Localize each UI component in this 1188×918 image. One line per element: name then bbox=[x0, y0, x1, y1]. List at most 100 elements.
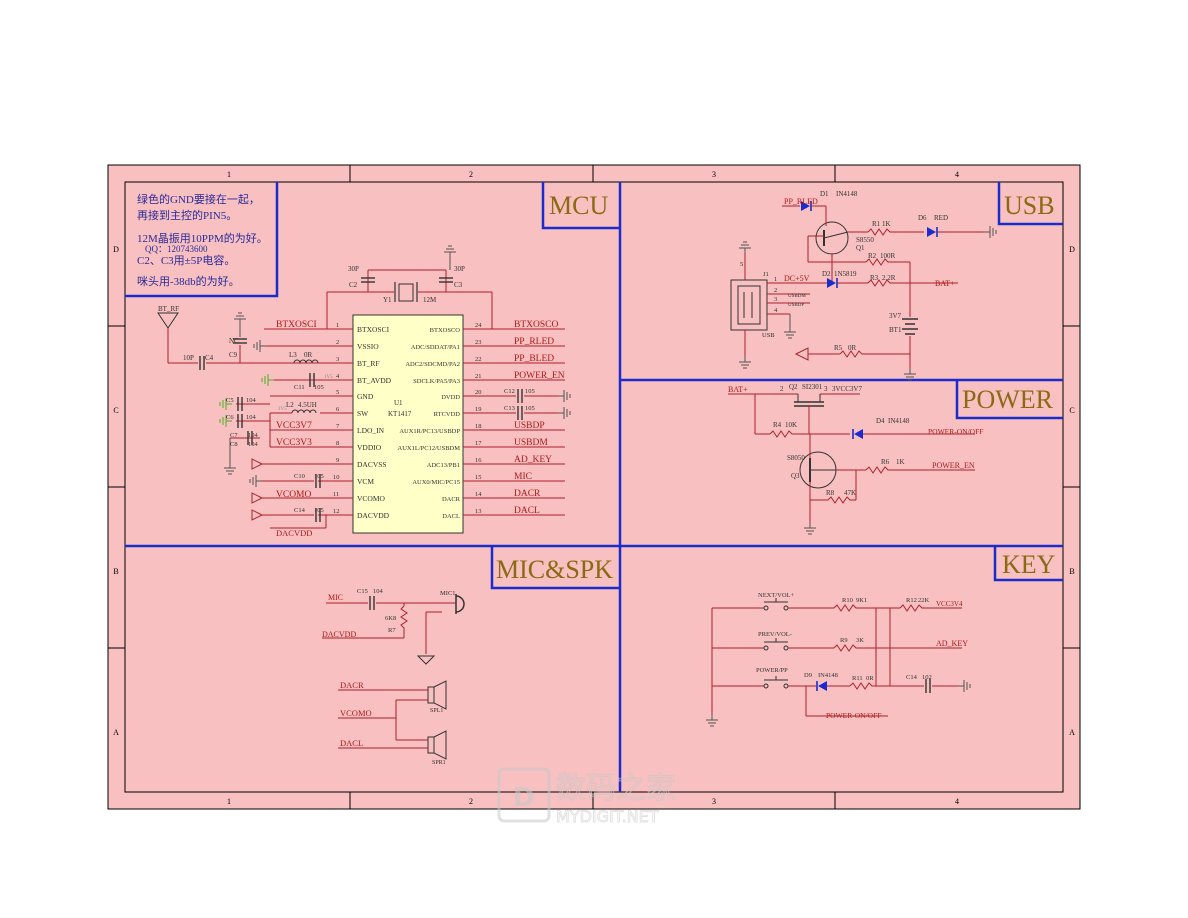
pin-num-18: 18 bbox=[475, 423, 482, 430]
net-dacr: DACR bbox=[514, 489, 541, 499]
pin-num-22: 22 bbox=[475, 356, 482, 363]
d1-ref: D1 bbox=[820, 190, 829, 198]
pin-num-16: 16 bbox=[475, 457, 482, 464]
spk-net-vcomo: VCOMO bbox=[340, 708, 372, 718]
key-power-label: POWER/PP bbox=[756, 667, 788, 674]
power-net-en: POWER_EN bbox=[932, 461, 975, 470]
q2-ref: Q2 bbox=[789, 383, 798, 391]
power-net-bat: BAT+ bbox=[728, 385, 748, 394]
grid-col-2-bottom: 2 bbox=[469, 797, 473, 806]
grid-row-c: C bbox=[113, 406, 118, 415]
pin-name-4: BT_AVDD bbox=[357, 376, 392, 385]
r2-ref: R2 bbox=[868, 252, 877, 260]
d9-ref: D9 bbox=[804, 672, 812, 679]
r4-val: 10K bbox=[785, 421, 797, 429]
r12-ref: R12 bbox=[906, 597, 917, 604]
c8-ref: C8 bbox=[230, 441, 238, 448]
key-net-adkey: AD_KEY bbox=[936, 639, 968, 648]
pin-name-12: DACVDD bbox=[357, 511, 390, 520]
section-title-power: POWER bbox=[962, 385, 1054, 414]
section-title-mic-spk: MIC&SPK bbox=[496, 555, 613, 584]
c9-ref: C9 bbox=[229, 351, 238, 359]
grid-ticks bbox=[108, 165, 1080, 809]
j1-ref: J1 bbox=[763, 271, 769, 278]
j1-pin-5: 5 bbox=[740, 261, 743, 268]
l3-val: 0R bbox=[304, 351, 313, 359]
key-prev-label: PREV/VOL- bbox=[758, 631, 792, 638]
grid-col-1: 1 bbox=[227, 170, 231, 179]
usb-net-pp-rled: PP_RLED bbox=[784, 197, 818, 206]
pin-name-2: VSSIO bbox=[357, 342, 379, 351]
design-notes: 绿色的GND要接在一起， 再接到主控的PIN5。 12M晶振用10PPM的为好。… bbox=[137, 192, 268, 288]
net-pp-bled: PP_BLED bbox=[514, 354, 554, 364]
d6-ref: D6 bbox=[918, 214, 927, 222]
watermark-cn: 数码之家 bbox=[556, 771, 676, 806]
q2-pin-3: 3 bbox=[824, 385, 828, 393]
pin-num-20: 20 bbox=[475, 389, 482, 396]
pin-num-8: 8 bbox=[336, 440, 339, 447]
section-title-usb: USB bbox=[1004, 191, 1055, 220]
d6-part: RED bbox=[934, 214, 948, 222]
pin-name-13: DACL bbox=[442, 513, 460, 520]
mic-net: MIC bbox=[328, 593, 343, 602]
section-title-key: KEY bbox=[1002, 550, 1056, 579]
j1-pin-3: 3 bbox=[774, 296, 777, 303]
net-usbdp: USBDP bbox=[514, 421, 545, 431]
r8-ref: R8 bbox=[826, 489, 835, 497]
d9-part: IN4148 bbox=[818, 672, 838, 679]
key-next-label: NEXT/VOL+ bbox=[758, 592, 794, 599]
r11-val: 0R bbox=[866, 675, 874, 682]
pin-name-23: ADC/SDDAT/PA1 bbox=[411, 344, 460, 351]
pin-name-24: BTXOSCO bbox=[430, 327, 461, 334]
c7-val: 104 bbox=[248, 432, 259, 439]
note-line-5: C2、C3用±5P电容。 bbox=[137, 253, 235, 267]
mic-net-dacvdd: DACVDD bbox=[322, 630, 356, 639]
c4-ref: C4 bbox=[205, 354, 214, 362]
c5-ref: C5 bbox=[226, 397, 234, 404]
c13-val: 105 bbox=[525, 405, 535, 412]
pin-num-2: 2 bbox=[336, 339, 339, 346]
key-net-vcc: VCC3V4 bbox=[936, 600, 963, 608]
c15-val: 104 bbox=[373, 588, 384, 595]
usb-net-bat: BAT+ bbox=[935, 279, 955, 288]
panel-dividers bbox=[125, 182, 1063, 792]
pin-name-7: LDO_IN bbox=[357, 426, 385, 435]
c14-mcu-ref: C14 bbox=[294, 507, 306, 514]
grid-col-3: 3 bbox=[712, 170, 716, 179]
tiny-label-2: 1V5 bbox=[278, 407, 287, 412]
watermark-logo-letter: D bbox=[513, 783, 535, 813]
d1-part: IN4148 bbox=[836, 190, 858, 198]
tiny-label-1: 1V5 bbox=[324, 375, 333, 380]
pin-num-13: 13 bbox=[475, 508, 482, 515]
power-section: BAT+ 2 Q2 SI2301 3 3VCC3V7 R4 10K D4 IN4… bbox=[728, 383, 983, 535]
pin-num-12: 12 bbox=[333, 508, 340, 515]
c7-ref: C7 bbox=[230, 432, 238, 439]
pin-num-10: 10 bbox=[333, 474, 340, 481]
q1-part: S8550 bbox=[856, 236, 874, 244]
c11-val: 105 bbox=[314, 384, 324, 391]
c6-val: 104 bbox=[246, 414, 257, 421]
c13-ref: C13 bbox=[504, 405, 515, 412]
net-vcc3v7: VCC3V7 bbox=[276, 421, 312, 431]
l2-val: 4.5UH bbox=[298, 401, 317, 409]
d4-ref: D4 bbox=[876, 417, 885, 425]
r10-ref: R10 bbox=[842, 597, 853, 604]
pin-name-21: SDCLK/PA5/PA3 bbox=[413, 378, 460, 385]
j1-name: USB bbox=[762, 332, 775, 339]
note-line-2: 再接到主控的PIN5。 bbox=[137, 208, 237, 222]
mic-spk-section: MIC C15 104 MIC1 6K8 R7 DACVDD DACR VCOM… bbox=[322, 588, 465, 766]
q3-ref: Q3 bbox=[791, 472, 800, 480]
c3-ref: C3 bbox=[454, 281, 463, 289]
r5-ref: R5 bbox=[834, 344, 843, 352]
sheet-border bbox=[107, 164, 1081, 810]
c14-key-val: 102 bbox=[922, 674, 932, 681]
r3-val: 2.2R bbox=[882, 274, 896, 282]
pin-num-4: 4 bbox=[336, 373, 340, 380]
section-title-mcu: MCU bbox=[549, 191, 608, 220]
crystal-y1: 30P C2 30P C3 Y1 12M bbox=[326, 245, 493, 329]
grid-row-b: B bbox=[113, 567, 118, 576]
c10-val: 105 bbox=[314, 473, 324, 480]
usb-net-usbdp: USBDP bbox=[788, 303, 804, 308]
key-net-onoff: POWER-ON/OFF bbox=[826, 711, 881, 720]
